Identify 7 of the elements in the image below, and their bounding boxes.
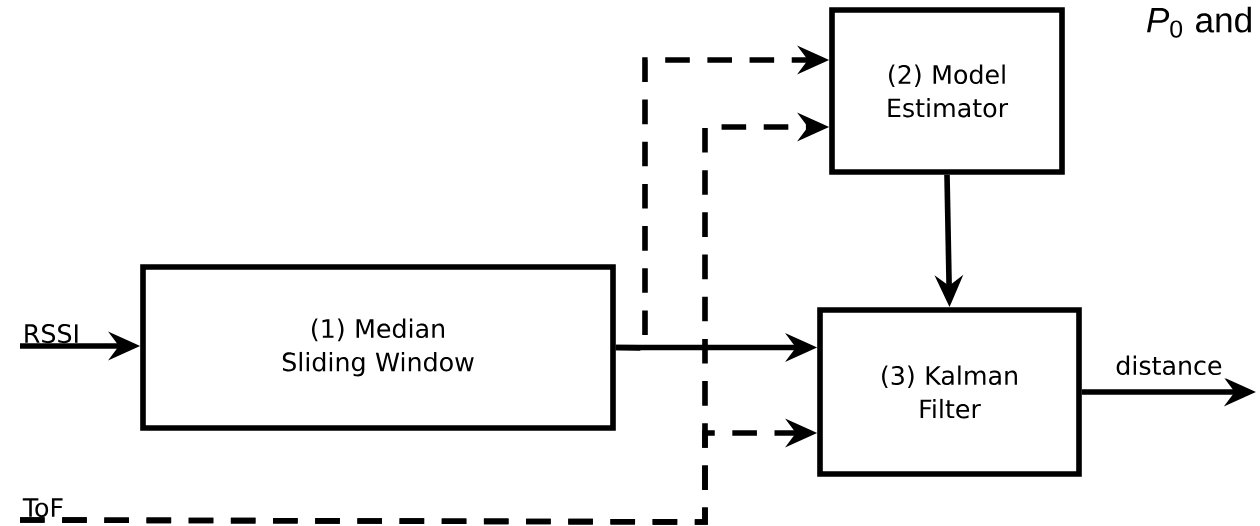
input-label: ToF <box>22 498 63 518</box>
process-box: (2) Model Estimator <box>829 7 1065 175</box>
process-box: (3) Kalman Filter <box>817 307 1082 477</box>
input-label: RSSI <box>25 324 78 344</box>
edge-label: distance <box>1111 352 1227 379</box>
process-box: (1) Median Sliding Window <box>140 264 616 431</box>
note-text: P$_{0}$ and <box>1147 6 1251 38</box>
